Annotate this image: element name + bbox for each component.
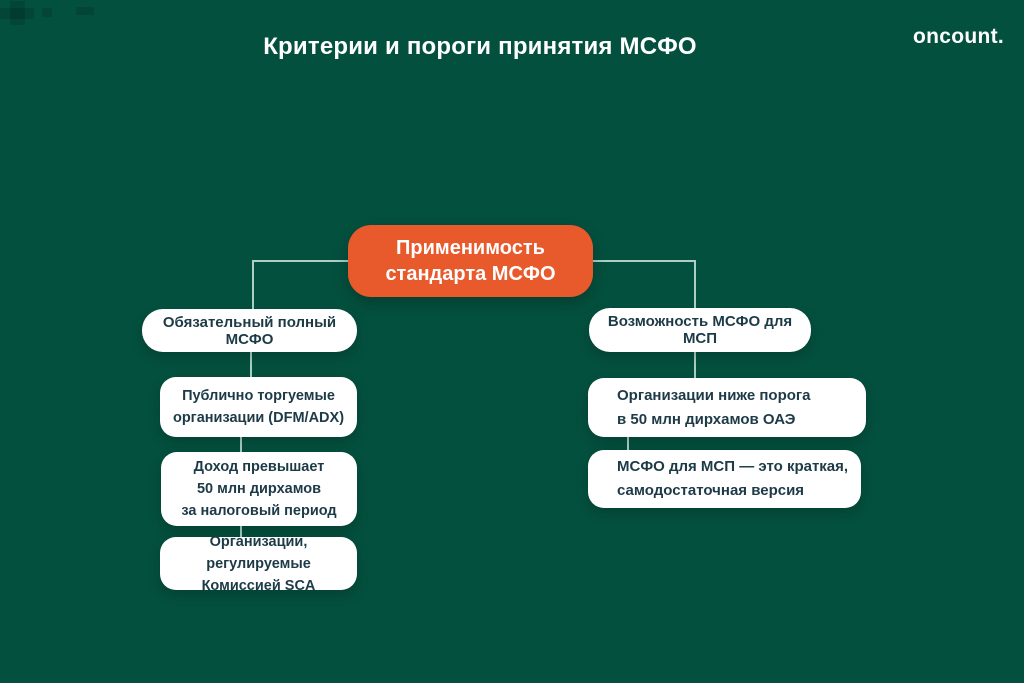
connector-left-3 bbox=[240, 524, 242, 538]
card-label-line: Доход превышает bbox=[193, 459, 325, 475]
page-title: Критерии и пороги принятия МСФО bbox=[263, 33, 697, 60]
card-label-line: Публично торгуемые bbox=[182, 388, 335, 404]
left-branch-item: Организации, регулируемые Комиссией SCA bbox=[160, 534, 357, 594]
root-node-label-line: Применимость bbox=[396, 237, 545, 259]
left-branch-item: Публично торгуемые организации (DFM/ADX) bbox=[160, 377, 357, 437]
left-branch-item: Доход превышает 50 млн дирхамов за налог… bbox=[161, 452, 357, 526]
decorative-shape bbox=[42, 8, 52, 17]
right-branch-item: МСФО для МСП — это краткая, самодостаточ… bbox=[588, 450, 861, 508]
connector-right-2 bbox=[627, 436, 629, 451]
right-branch-item: Организации ниже порога в 50 млн дирхамо… bbox=[588, 378, 866, 437]
card-label-line: самодостаточная версия bbox=[617, 482, 805, 499]
card-label-line: за налоговый период bbox=[181, 503, 337, 519]
root-node-label-line: стандарта МСФО bbox=[385, 263, 556, 285]
card-label-line: 50 млн дирхамов bbox=[196, 481, 322, 497]
card-label-line: Комиссией SCA bbox=[201, 577, 316, 594]
connector-root-to-right-drop bbox=[694, 260, 696, 309]
right-branch-header: Возможность МСФО для МСП bbox=[589, 308, 811, 352]
card-label-line: Организации, регулируемые bbox=[206, 533, 311, 572]
brand-logo: oncount. bbox=[912, 25, 1004, 48]
connector-right-1 bbox=[694, 351, 696, 379]
connector-root-to-left bbox=[252, 260, 349, 262]
root-node: Применимость стандарта МСФО bbox=[348, 225, 593, 297]
card-label: Обязательный полный МСФО bbox=[162, 313, 337, 348]
decorative-shape bbox=[0, 8, 34, 19]
card-label-line: в 50 млн дирхамов ОАЭ bbox=[617, 410, 796, 428]
card-label: Возможность МСФО для МСП bbox=[607, 313, 793, 347]
connector-left-2 bbox=[240, 436, 242, 453]
decorative-shape bbox=[76, 7, 94, 15]
card-label-line: Организации ниже порога bbox=[617, 386, 811, 404]
card-label-line: МСФО для МСП — это краткая, bbox=[617, 458, 849, 475]
connector-left-1 bbox=[250, 352, 252, 378]
left-branch-header: Обязательный полный МСФО bbox=[142, 309, 357, 352]
connector-root-to-left-drop bbox=[252, 260, 254, 310]
connector-root-to-right bbox=[592, 260, 696, 262]
card-label-line: организации (DFM/ADX) bbox=[172, 410, 345, 426]
decorative-shape bbox=[10, 1, 25, 25]
